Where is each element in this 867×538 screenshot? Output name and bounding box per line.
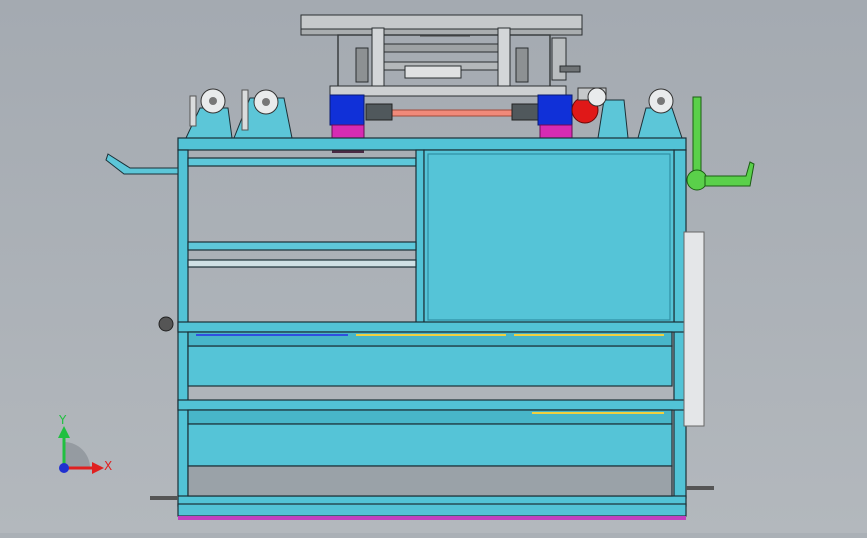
triad-rotation-arc xyxy=(64,442,90,468)
carriage-bracket-left xyxy=(355,47,369,83)
left-lever[interactable] xyxy=(105,153,179,332)
stripe-yellow-2 xyxy=(514,334,664,336)
caster-left xyxy=(185,88,233,139)
upper-right-panel xyxy=(423,149,675,325)
middle-beam xyxy=(177,321,687,333)
carriage-cylinder-left xyxy=(404,65,462,79)
right-motor-blue xyxy=(537,94,573,126)
upper-left-bay-rod xyxy=(187,259,417,268)
upper-drawer xyxy=(187,345,673,387)
triad-y-arrow xyxy=(58,426,70,438)
caster-left-inner xyxy=(233,89,293,139)
caster-right-inner-wheel xyxy=(587,87,607,107)
top-carriage-assembly[interactable] xyxy=(300,14,583,97)
green-handle-pole xyxy=(692,96,702,178)
carriage-slot xyxy=(559,65,581,73)
green-handle-arm xyxy=(704,161,755,187)
base-purple-strip xyxy=(178,516,686,520)
caster-left-inner-hub xyxy=(262,98,270,106)
carriage-bottom-beam xyxy=(329,85,567,97)
caster-right-hub xyxy=(657,97,665,105)
top-carriage-plate xyxy=(300,14,583,30)
upper-right-panel-inner xyxy=(427,153,671,321)
shaft-tube xyxy=(391,109,517,117)
upper-left-bay-top-bar xyxy=(187,157,417,167)
foot-right xyxy=(686,486,714,490)
carriage-column-left xyxy=(371,27,385,93)
triad-y-label: Y xyxy=(58,413,67,427)
shaft-coupling-left xyxy=(365,103,393,121)
right-handle-assembly[interactable] xyxy=(683,96,755,427)
foot-left xyxy=(150,496,178,500)
top-carriage-rail xyxy=(300,28,583,36)
green-handle-knob xyxy=(686,169,708,191)
accent-stripes xyxy=(178,334,686,520)
lower-beam xyxy=(177,399,687,411)
coordinate-triad: Y X xyxy=(58,413,112,474)
lower-drawer xyxy=(187,423,673,467)
caster-left-inner-post xyxy=(241,89,249,131)
drive-shaft[interactable] xyxy=(365,103,539,121)
caster-right xyxy=(637,88,683,139)
triad-x-label: X xyxy=(104,459,112,473)
base-rail xyxy=(177,503,687,517)
left-knob xyxy=(158,316,174,332)
upper-left-bay-shelf xyxy=(187,241,417,251)
triad-origin xyxy=(59,463,69,473)
shaft-coupling-right xyxy=(511,103,539,121)
bottom-tray xyxy=(187,465,673,497)
left-lever-plate xyxy=(105,153,179,175)
caster-left-post xyxy=(189,95,197,127)
triad-x-arrow xyxy=(92,462,104,474)
stripe-blue-1 xyxy=(196,334,348,336)
stripe-yellow-3 xyxy=(532,412,664,414)
carriage-bracket-right xyxy=(515,47,529,83)
right-grey-cabinet xyxy=(683,231,705,427)
stripe-yellow-1 xyxy=(356,334,506,336)
frame-feet xyxy=(150,486,714,500)
frame-top-beam xyxy=(177,137,687,151)
top-casters[interactable] xyxy=(185,87,683,139)
carriage-column-right xyxy=(497,27,511,93)
carriage-side-plate xyxy=(551,37,567,81)
left-motor-blue xyxy=(329,94,365,126)
carriage-cross-bar-upper xyxy=(383,43,499,53)
caster-left-hub xyxy=(209,97,217,105)
upper-left-bay-divider xyxy=(415,149,425,327)
